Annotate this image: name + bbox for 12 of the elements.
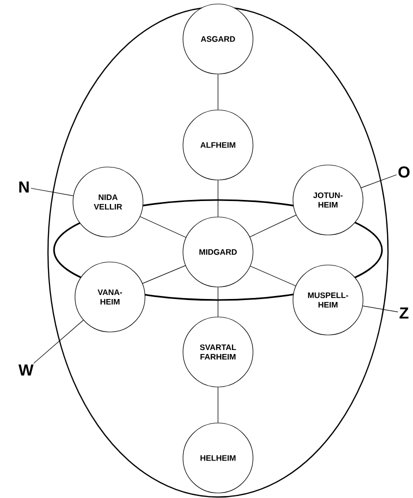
leader-line [362,306,398,312]
direction-letter: O [398,166,410,178]
direction-letter: Z [400,308,408,318]
connector-line [142,265,186,284]
leader-line [360,174,397,188]
leader-line [30,188,74,196]
direction-letter: W [18,364,34,376]
connector-line [140,216,186,238]
direction-letter: N [19,182,29,192]
leader-line [33,320,84,364]
connector-line [250,214,296,238]
connector-line [250,266,296,286]
